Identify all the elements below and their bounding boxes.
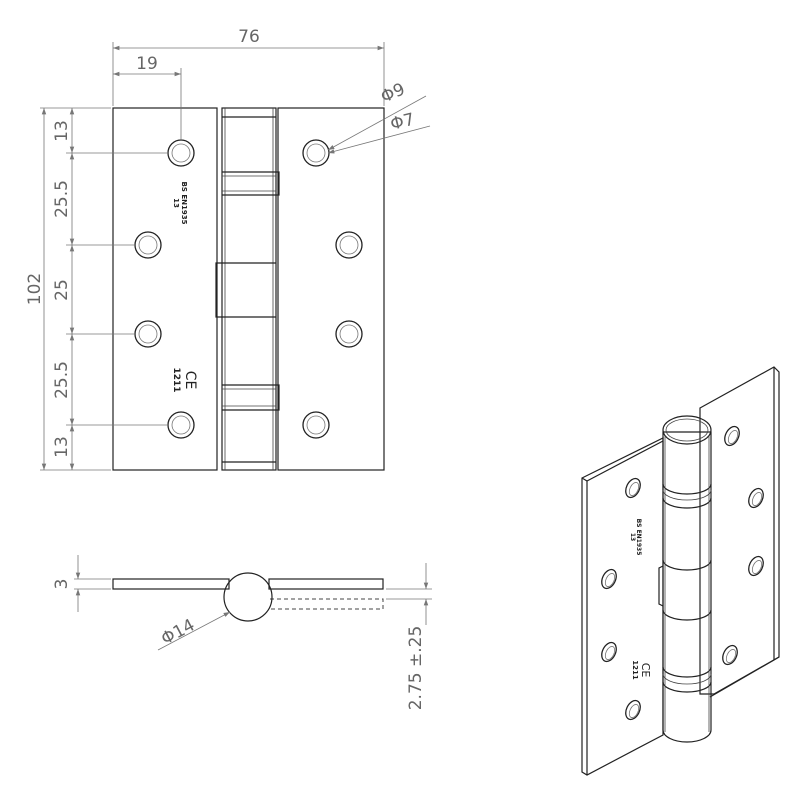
svg-text:13: 13 <box>52 436 72 458</box>
dim-hole-diameters: Φ9 Φ7 <box>327 79 431 154</box>
screw-hole <box>601 641 617 663</box>
left-leaf <box>112 107 218 471</box>
svg-text:25.5: 25.5 <box>52 180 72 218</box>
screw-hole <box>134 231 162 259</box>
iso-stamp-standard: BS EN1935 <box>635 519 642 556</box>
svg-text:25: 25 <box>52 279 72 301</box>
svg-text:Φ7: Φ7 <box>388 110 416 135</box>
svg-text:3: 3 <box>52 579 72 590</box>
dim-width: 76 <box>112 27 385 106</box>
dim-height: 102 <box>25 107 111 471</box>
dim-hole-spacing: 13 25.5 25 25.5 13 <box>52 108 168 470</box>
svg-text:76: 76 <box>238 27 260 47</box>
screw-hole <box>722 644 738 666</box>
screw-hole <box>302 139 330 167</box>
screw-hole <box>167 411 195 439</box>
svg-text:102: 102 <box>25 273 45 305</box>
screw-hole <box>302 411 330 439</box>
svg-text:Φ9: Φ9 <box>378 79 408 107</box>
svg-text:Φ14: Φ14 <box>158 615 198 649</box>
stamp-grade: 13 <box>172 198 180 208</box>
iso-ce-mark: CE <box>639 663 652 678</box>
dim-gap: 2.75 ±.25 <box>386 563 432 710</box>
iso-right-leaf <box>699 366 780 698</box>
stamp-standard: BS EN1935 <box>180 182 188 225</box>
svg-text:19: 19 <box>136 54 158 74</box>
screw-hole <box>625 477 641 499</box>
screw-hole <box>748 555 764 577</box>
ce-number: 1211 <box>171 367 181 392</box>
side-leaf-right <box>268 578 384 590</box>
screw-hole <box>335 231 363 259</box>
screw-hole <box>167 139 195 167</box>
ce-mark: CE <box>182 371 198 390</box>
knuckle <box>215 107 280 471</box>
screw-hole <box>724 425 740 447</box>
screw-hole <box>134 320 162 348</box>
iso-ce-number: 1211 <box>631 660 639 680</box>
side-leaf-hidden <box>270 598 384 610</box>
dim-thickness: 3 <box>52 555 111 612</box>
svg-text:2.75 ±.25: 2.75 ±.25 <box>406 626 426 711</box>
iso-stamp-grade: 13 <box>629 533 636 541</box>
svg-text:13: 13 <box>52 120 72 142</box>
screw-hole <box>625 699 641 721</box>
isometric-view: BS EN1935 13 CE 1211 <box>581 366 780 776</box>
front-view: BS EN1935 13 CE 1211 76 19 Φ9 Φ7 <box>25 27 431 471</box>
screw-hole <box>335 320 363 348</box>
iso-left-leaf <box>581 437 664 776</box>
iso-knuckle <box>658 415 712 743</box>
screw-hole <box>601 568 617 590</box>
dim-hole-offset: 19 <box>113 54 182 140</box>
side-leaf-left <box>112 578 230 590</box>
svg-text:25.5: 25.5 <box>52 361 72 399</box>
screw-hole <box>748 487 764 509</box>
side-view: 3 Φ14 2.75 ±.25 <box>52 555 432 710</box>
dim-knuckle-diameter: Φ14 <box>157 611 231 651</box>
right-leaf <box>277 107 385 471</box>
side-knuckle <box>223 572 273 622</box>
